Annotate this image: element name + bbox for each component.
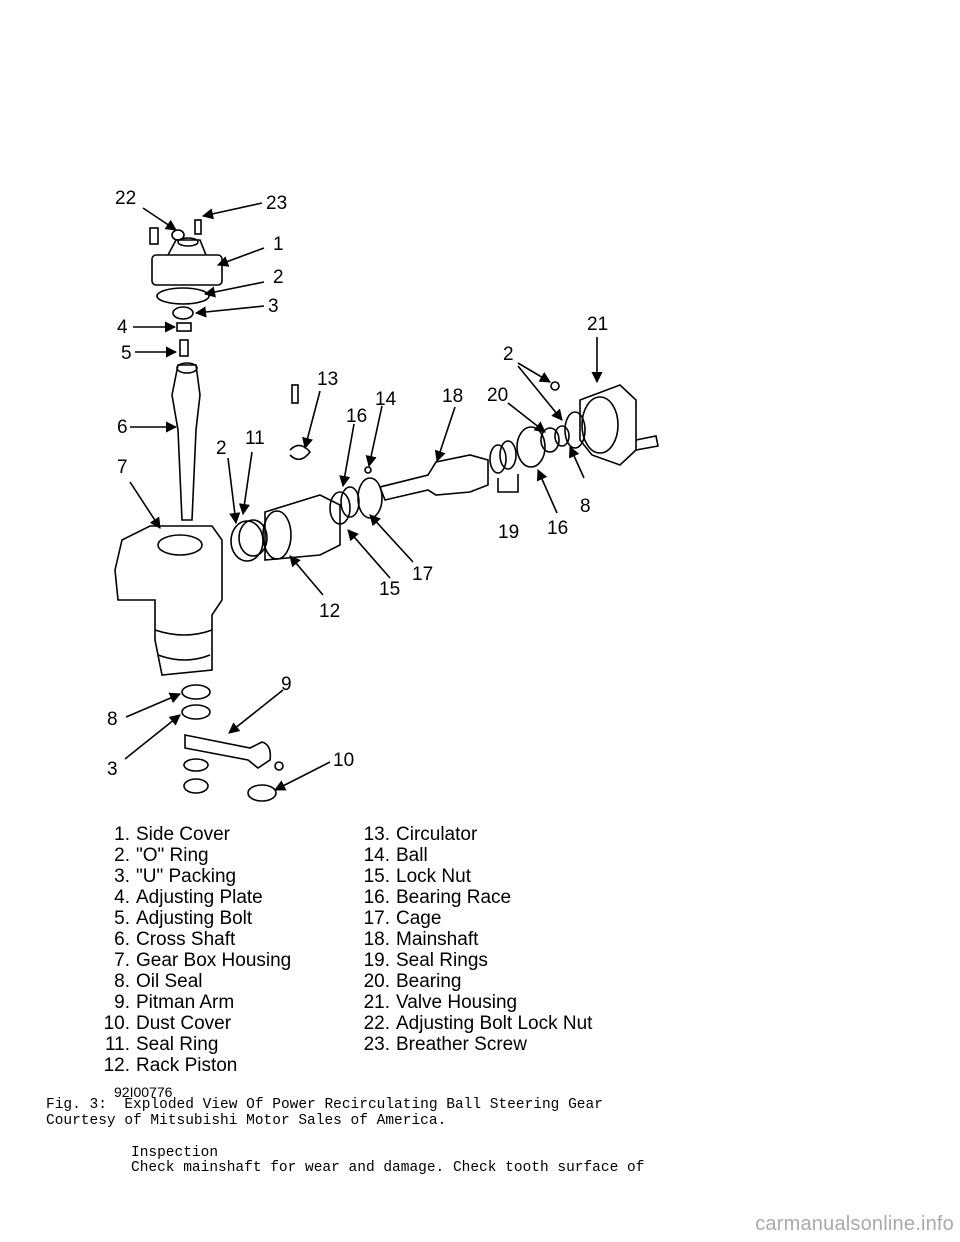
legend-item: 10.Dust Cover: [103, 1013, 232, 1034]
legend-item: 21.Valve Housing: [363, 992, 518, 1013]
figure-credit: Courtesy of Mitsubishi Motor Sales of Am…: [46, 1113, 447, 1129]
legend-item: 22.Adjusting Bolt Lock Nut: [363, 1013, 593, 1034]
cross-shaft-part: [171, 364, 201, 521]
callout-8-right: 8: [580, 496, 591, 517]
mainshaft-part: [378, 454, 489, 501]
legend-item: 2."O" Ring: [114, 845, 209, 866]
exploded-view-figure: 22 23 1 2 3 4 5 6 7 13 14 16 18 20 2 21 …: [90, 188, 659, 1100]
gear-box-housing-part: [114, 525, 223, 676]
section-heading: Inspection: [131, 1145, 219, 1161]
callout-9: 9: [281, 674, 292, 695]
callout-17: 17: [412, 564, 434, 585]
body-paragraph: Check mainshaft for wear and damage. Che…: [131, 1160, 645, 1176]
callout-13: 13: [317, 369, 339, 390]
legend-item: 15.Lock Nut: [363, 866, 471, 887]
legend-item: 6.Cross Shaft: [114, 929, 236, 950]
cover-bolt-part: [149, 227, 159, 245]
legend-item: 13.Circulator: [363, 824, 478, 845]
legend-item: 9.Pitman Arm: [114, 992, 235, 1013]
side-cover-boss: [167, 239, 207, 256]
callout-2: 2: [273, 267, 284, 288]
legend-item: 3."U" Packing: [114, 866, 237, 887]
callout-11: 11: [245, 428, 265, 449]
legend-item: 14.Ball: [363, 845, 428, 866]
rack-piston-part: [264, 494, 341, 561]
callout-2-right: 2: [503, 344, 514, 365]
parts-legend-left: 1.Side Cover 2."O" Ring 3."U" Packing 4.…: [90, 824, 292, 1076]
legend-item: 12.Rack Piston: [103, 1055, 238, 1076]
callout-21: 21: [587, 314, 609, 335]
valve-housing-part: [579, 384, 637, 466]
legend-item: 8.Oil Seal: [114, 971, 203, 992]
callout-12: 12: [319, 601, 341, 622]
adjusting-plate-part: [176, 322, 192, 332]
dust-cover-part: [247, 784, 277, 802]
callout-18: 18: [442, 386, 464, 407]
legend-item: 16.Bearing Race: [363, 887, 512, 908]
callout-20: 20: [487, 385, 509, 406]
ball-part: [364, 466, 372, 474]
callout-7: 7: [117, 457, 128, 478]
o-ring-part: [156, 287, 210, 305]
callout-10: 10: [333, 750, 355, 771]
callout-23: 23: [266, 193, 288, 214]
legend-item: 17.Cage: [363, 908, 442, 929]
legend-item: 11.Seal Ring: [104, 1034, 219, 1055]
callout-4: 4: [117, 317, 128, 338]
u-packing-part: [172, 306, 194, 320]
callout-3: 3: [268, 296, 279, 317]
callout-3-lower: 3: [107, 759, 118, 780]
legend-item: 7.Gear Box Housing: [114, 950, 292, 971]
callout-19: 19: [498, 522, 520, 543]
callout-22: 22: [115, 188, 137, 209]
cage-part: [357, 477, 383, 519]
legend-item: 1.Side Cover: [114, 824, 230, 845]
figure-caption: Fig. 3: Exploded View Of Power Recircula…: [46, 1097, 603, 1113]
callout-15: 15: [379, 579, 401, 600]
side-cover-part: [151, 254, 223, 286]
callout-6: 6: [117, 417, 128, 438]
legend-item: 18.Mainshaft: [363, 929, 479, 950]
callout-2-left: 2: [216, 438, 227, 459]
legend-item: 23.Breather Screw: [363, 1034, 527, 1055]
adjusting-bolt-part: [179, 339, 189, 357]
callout-5: 5: [121, 343, 132, 364]
callout-14: 14: [375, 389, 397, 410]
pitman-arm-part: [184, 734, 272, 769]
callout-1: 1: [273, 234, 284, 255]
lock-nut-part: [171, 229, 185, 241]
parts-legend-right: 13.Circulator 14.Ball 15.Lock Nut 16.Bea…: [340, 824, 593, 1055]
watermark: carmanualsonline.info: [755, 1213, 954, 1235]
figure-code: 92I00776: [114, 1084, 173, 1100]
legend-item: 19.Seal Rings: [363, 950, 488, 971]
breather-screw-part: [194, 219, 202, 235]
callout-16-lower: 16: [547, 518, 569, 539]
legend-item: 4.Adjusting Plate: [114, 887, 263, 908]
legend-item: 20.Bearing: [363, 971, 462, 992]
callout-8-left: 8: [107, 709, 118, 730]
callout-16-upper: 16: [346, 406, 368, 427]
legend-item: 5.Adjusting Bolt: [114, 908, 253, 929]
steering-gear-drawing: [114, 202, 659, 802]
